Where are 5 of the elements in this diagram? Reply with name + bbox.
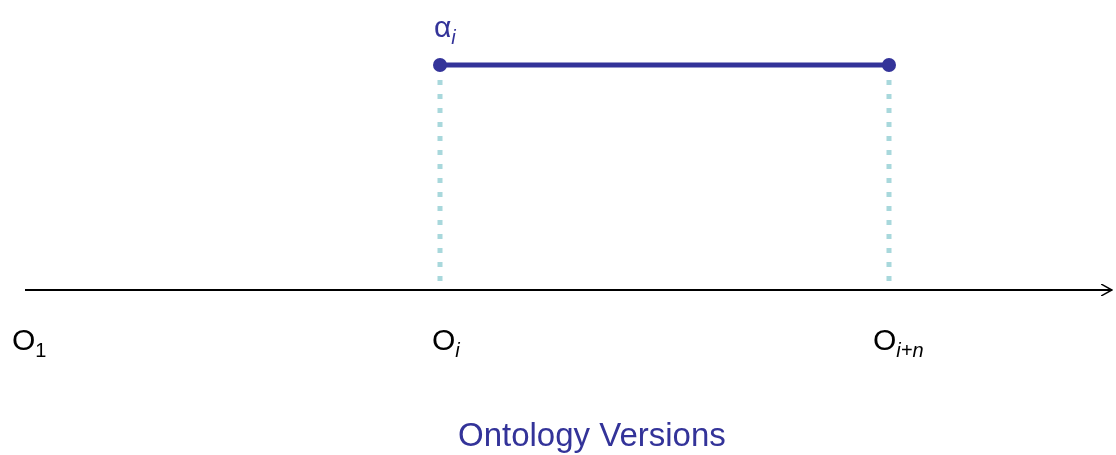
axis-title: Ontology Versions: [458, 418, 726, 451]
version-label: O$_{1}$: [12, 325, 47, 360]
version-label: O$_{i}$: [432, 325, 460, 360]
interval-label: α$_{i}$: [434, 12, 456, 47]
version-label: O$_{i+n}$: [873, 325, 924, 360]
